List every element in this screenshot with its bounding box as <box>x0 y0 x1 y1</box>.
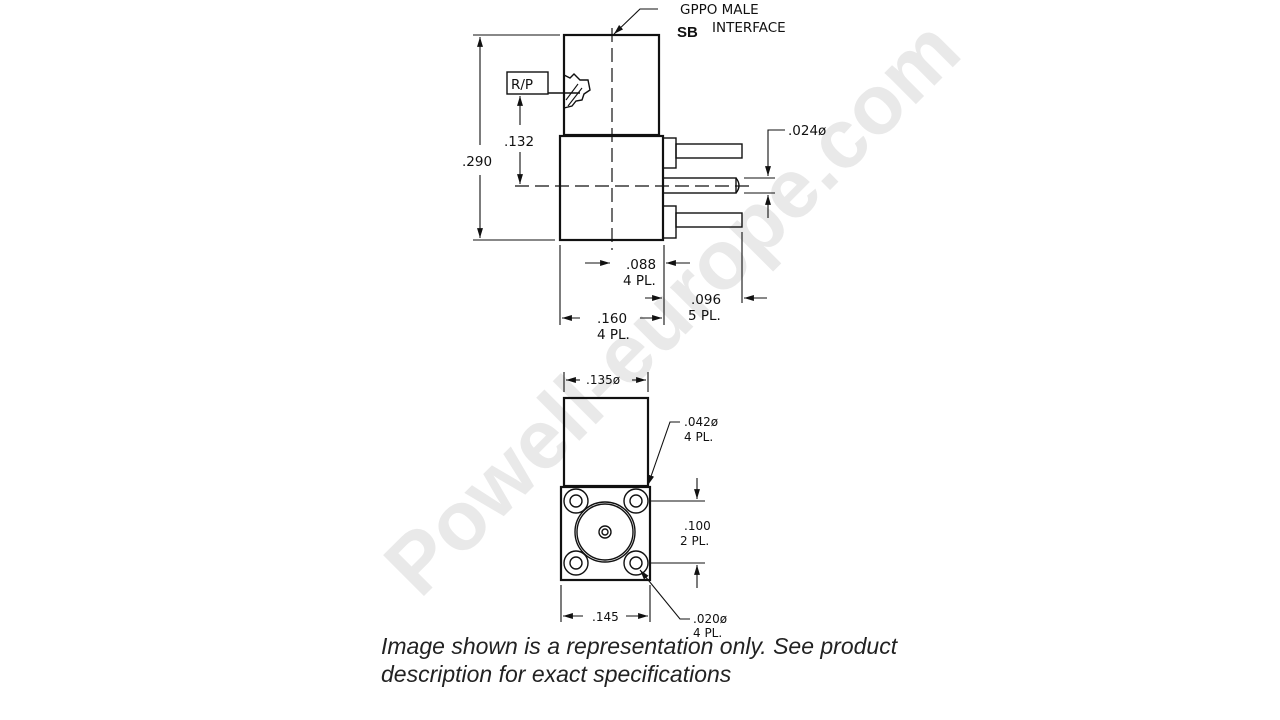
caption-line-2: description for exact specifications <box>381 661 732 687</box>
dim-pin-spacing: .100 <box>684 519 711 533</box>
dim-hole-qty: 4 PL. <box>693 626 722 640</box>
pin-bottom <box>675 212 743 228</box>
dim-ref-plane-height: .132 <box>504 134 534 150</box>
pin-top <box>675 143 743 159</box>
dim-standoff-diameter: .042ø <box>684 415 718 429</box>
ref-plane-label: R/P <box>511 77 533 93</box>
ref-plane-box <box>506 71 549 95</box>
dim-pin-length-qty: 5 PL. <box>688 308 721 324</box>
standoffs <box>563 488 649 576</box>
interface-callout-line2: INTERFACE <box>712 20 786 36</box>
disclaimer-caption: Image shown is a representation only. Se… <box>381 632 941 688</box>
dim-pin-diameter: .024ø <box>788 123 826 139</box>
dim-body-width: .160 <box>597 311 627 327</box>
series-code: SB <box>677 24 698 41</box>
center-interface <box>574 501 636 563</box>
side-view: R/P GPPO MALE SB INTERFACE .290 .132 .02… <box>462 2 826 343</box>
caption-line-1: Image shown is a representation only. Se… <box>381 633 898 659</box>
dim-hole-diameter: .020ø <box>693 612 727 626</box>
bottom-view: .135ø .042ø 4 PL. .100 2 PL. <box>559 372 727 640</box>
dim-overall-height: .290 <box>462 154 492 170</box>
dim-pin-offset: .088 <box>626 257 656 273</box>
dim-flange-width: .145 <box>592 610 619 624</box>
dim-standoff-qty: 4 PL. <box>684 430 713 444</box>
interface-callout-line1: GPPO MALE <box>680 2 759 18</box>
dim-pin-offset-qty: 4 PL. <box>623 273 656 289</box>
dim-body-width-qty: 4 PL. <box>597 327 630 343</box>
dim-pin-spacing-qty: 2 PL. <box>680 534 709 548</box>
watermark: Powell-europe.com <box>366 2 977 613</box>
mounting-flange <box>559 485 652 582</box>
dim-body-diameter: .135ø <box>586 373 620 387</box>
dim-pin-length: .096 <box>691 292 721 308</box>
